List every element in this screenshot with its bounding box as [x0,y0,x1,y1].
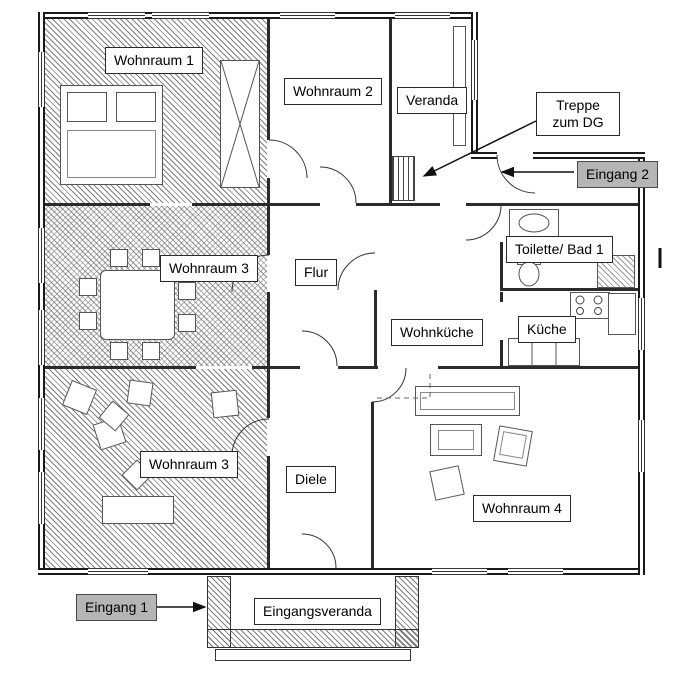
armchair [126,379,154,407]
wall-inner [466,203,638,206]
wall-inner [500,340,503,366]
wall-rightwing-top [471,152,497,159]
wall-outer-bottom [38,568,645,575]
label-eingang-2: Eingang 2 [577,161,659,188]
chair [79,312,97,330]
wall-inner [45,366,196,369]
wall-inner [267,178,270,255]
eingangsveranda-step [215,649,411,661]
coffee-table-inner [438,430,474,450]
door-arc [465,204,502,241]
label-wohnraum-1: Wohnraum 1 [105,47,203,74]
wall-inner [270,203,320,206]
kitchen-unit [608,293,636,335]
wall-inner [371,402,374,568]
chair [142,342,160,360]
window [432,568,487,575]
window [38,52,45,107]
chair [142,249,160,267]
arrow-treppe [422,120,537,177]
window [88,12,145,19]
window [638,420,645,472]
door-arc [319,166,357,204]
window [38,398,45,450]
door-arc [337,252,376,291]
wall-inner [500,242,503,288]
wall-inner [389,19,392,203]
chair [178,282,196,300]
armchair [210,389,240,419]
label-wohnkueche: Wohnküche [391,319,483,346]
chair [178,314,196,332]
bed-pillow [67,92,107,122]
window [471,40,478,100]
door-arc [301,330,338,367]
wall-inner [500,288,638,291]
wall-inner [267,19,270,140]
armchair-seat [499,431,527,459]
stove [570,292,610,319]
wall-inner [267,292,270,418]
bed-blanket [67,130,156,178]
label-treppe-zum-dg: Treppe zum DG [536,92,620,136]
label-flur: Flur [295,259,338,286]
stairs-to-attic [392,156,415,201]
label-eingangsveranda: Eingangsveranda [254,598,381,625]
wall-outer-top [38,12,478,19]
sofa-cushions [420,392,515,410]
wall-inner [356,203,440,206]
chair [110,342,128,360]
wall-inner [270,366,300,369]
wall-rightwing-top [533,152,645,159]
wall-outer-right [638,152,645,575]
label-kueche: Küche [518,316,576,343]
toilet-bowl [518,261,540,287]
wall-outer-left [38,12,45,575]
label-wohnraum-3-lower: Wohnraum 3 [140,451,238,478]
shower [597,255,635,288]
label-diele: Diele [286,466,336,493]
label-toilette-bad: Toilette/ Bad 1 [506,236,613,263]
wardrobe [220,60,260,188]
chair [79,278,97,296]
wall-inner [500,292,503,302]
veranda-bench [453,26,466,146]
wall-inner [438,366,638,369]
wall-inner [374,290,377,366]
eingangsveranda-wall-bottom [207,629,419,648]
window [88,568,148,575]
chair [110,249,128,267]
bed-pillow [116,92,156,122]
window [395,12,450,19]
label-wohnraum-4: Wohnraum 4 [473,495,571,522]
label-veranda: Veranda [397,87,468,114]
wall-inner [45,203,150,206]
window [280,12,335,19]
label-eingang-1: Eingang 1 [76,594,158,621]
label-wohnraum-3-upper: Wohnraum 3 [160,255,258,282]
window [152,12,209,19]
wall-inner [338,366,378,369]
door-arc [301,533,337,569]
window [638,298,645,350]
door-arc [268,139,308,179]
desk [102,496,174,524]
door-arc [496,154,536,194]
wall-inner [252,366,270,369]
door-arc [371,367,407,403]
window [38,310,45,365]
washbasin [509,209,559,237]
chair [429,465,465,501]
label-wohnraum-2: Wohnraum 2 [284,78,382,105]
wall-inner [192,203,270,206]
window [508,568,563,575]
window [38,228,45,283]
window [38,472,45,524]
wall-inner [267,456,270,568]
